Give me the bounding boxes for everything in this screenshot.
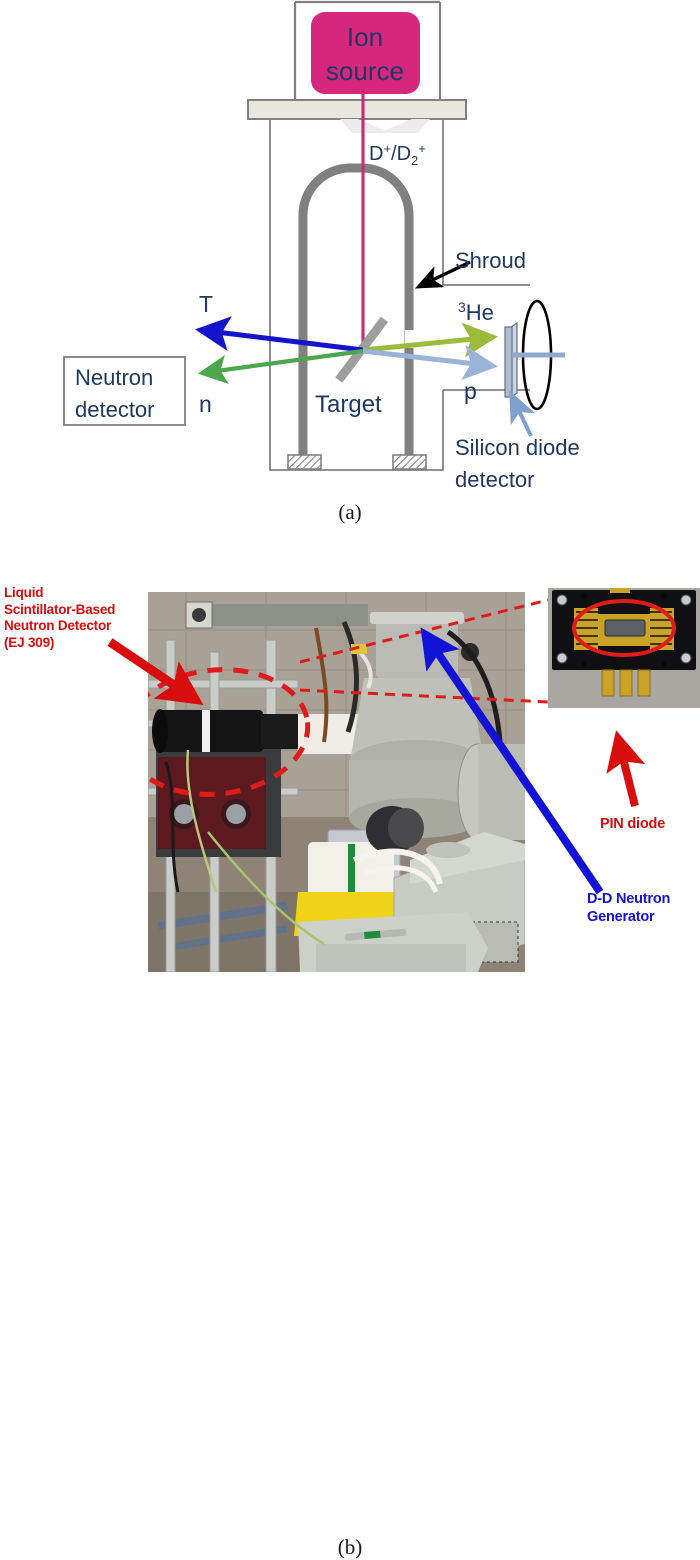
neutron-detector-arrow bbox=[107, 638, 204, 706]
lab-photograph bbox=[148, 592, 525, 972]
annotation-generator-line2: Generator bbox=[587, 909, 655, 925]
annotation-neutron-detector: Liquid Scintillator-Based Neutron Detect… bbox=[4, 585, 146, 651]
arrow-proton bbox=[362, 345, 498, 380]
beam-species-label: D+/D2+ bbox=[369, 141, 426, 168]
ion-source-label-line1: Ion bbox=[347, 22, 383, 52]
annotation-generator-line1: D-D Neutron bbox=[587, 891, 671, 907]
annotation-neutron-line1: Liquid bbox=[4, 585, 44, 600]
shroud-tube bbox=[298, 163, 414, 470]
neutron-detector-box bbox=[63, 356, 186, 426]
pin-diode-arrow bbox=[606, 730, 646, 807]
arrow-neutron bbox=[197, 348, 364, 385]
detector-callout-ellipse bbox=[148, 667, 311, 797]
annotation-neutron-line2: Scintillator-Based bbox=[4, 601, 116, 617]
flange-bar bbox=[247, 99, 467, 133]
silicon-diode-pointer-arrow bbox=[509, 390, 536, 437]
neutron-detector-label-line2: detector bbox=[75, 397, 155, 422]
liquid-scintillator-detector bbox=[152, 709, 330, 753]
panel-b-photograph: Liquid Scintillator-Based Neutron Detect… bbox=[0, 560, 700, 1559]
target-label: Target bbox=[315, 391, 382, 418]
shroud-feet bbox=[287, 454, 427, 470]
annotation-neutron-line3: Neutron Detector bbox=[4, 618, 112, 633]
ion-source-block bbox=[311, 12, 420, 94]
pin-diode-photograph bbox=[548, 588, 700, 708]
shroud-pointer-arrow bbox=[414, 260, 471, 289]
dd-generator-arrow bbox=[420, 627, 604, 895]
neutron-detector-label-line1: Neutron bbox=[75, 365, 153, 390]
silicon-diode-element bbox=[504, 299, 565, 411]
annotation-pin-diode: PIN diode bbox=[600, 816, 666, 832]
annotation-dd-generator: D-D Neutron Generator bbox=[587, 890, 699, 926]
silicon-diode-label-line1: Silicon diode bbox=[455, 435, 580, 460]
ion-source-enclosure bbox=[293, 0, 442, 100]
annotation-neutron-line4: (EJ 309) bbox=[4, 634, 55, 650]
arrow-helium3 bbox=[362, 322, 498, 358]
particle-label-p: p bbox=[464, 378, 477, 404]
shroud-label: Shroud bbox=[455, 248, 526, 273]
caption-b: (b) bbox=[337, 1535, 363, 1559]
particle-label-T: T bbox=[199, 291, 213, 317]
ion-source-label-line2: source bbox=[326, 56, 404, 86]
caption-a: (a) bbox=[338, 500, 362, 524]
particle-label-n: n bbox=[199, 391, 212, 417]
schematic-svg: Ion source D+/D2+ Shroud Target T n 3He … bbox=[63, 0, 580, 492]
arrow-tritium bbox=[195, 316, 364, 353]
panel-a-schematic: Ion source D+/D2+ Shroud Target T n 3He … bbox=[0, 0, 700, 530]
silicon-diode-label-line2: detector bbox=[455, 467, 535, 492]
vacuum-chamber-outline bbox=[269, 119, 530, 471]
inset-connector-lines bbox=[107, 598, 646, 895]
particle-label-he3: 3He bbox=[458, 299, 494, 325]
dd-neutron-generator bbox=[393, 832, 525, 972]
